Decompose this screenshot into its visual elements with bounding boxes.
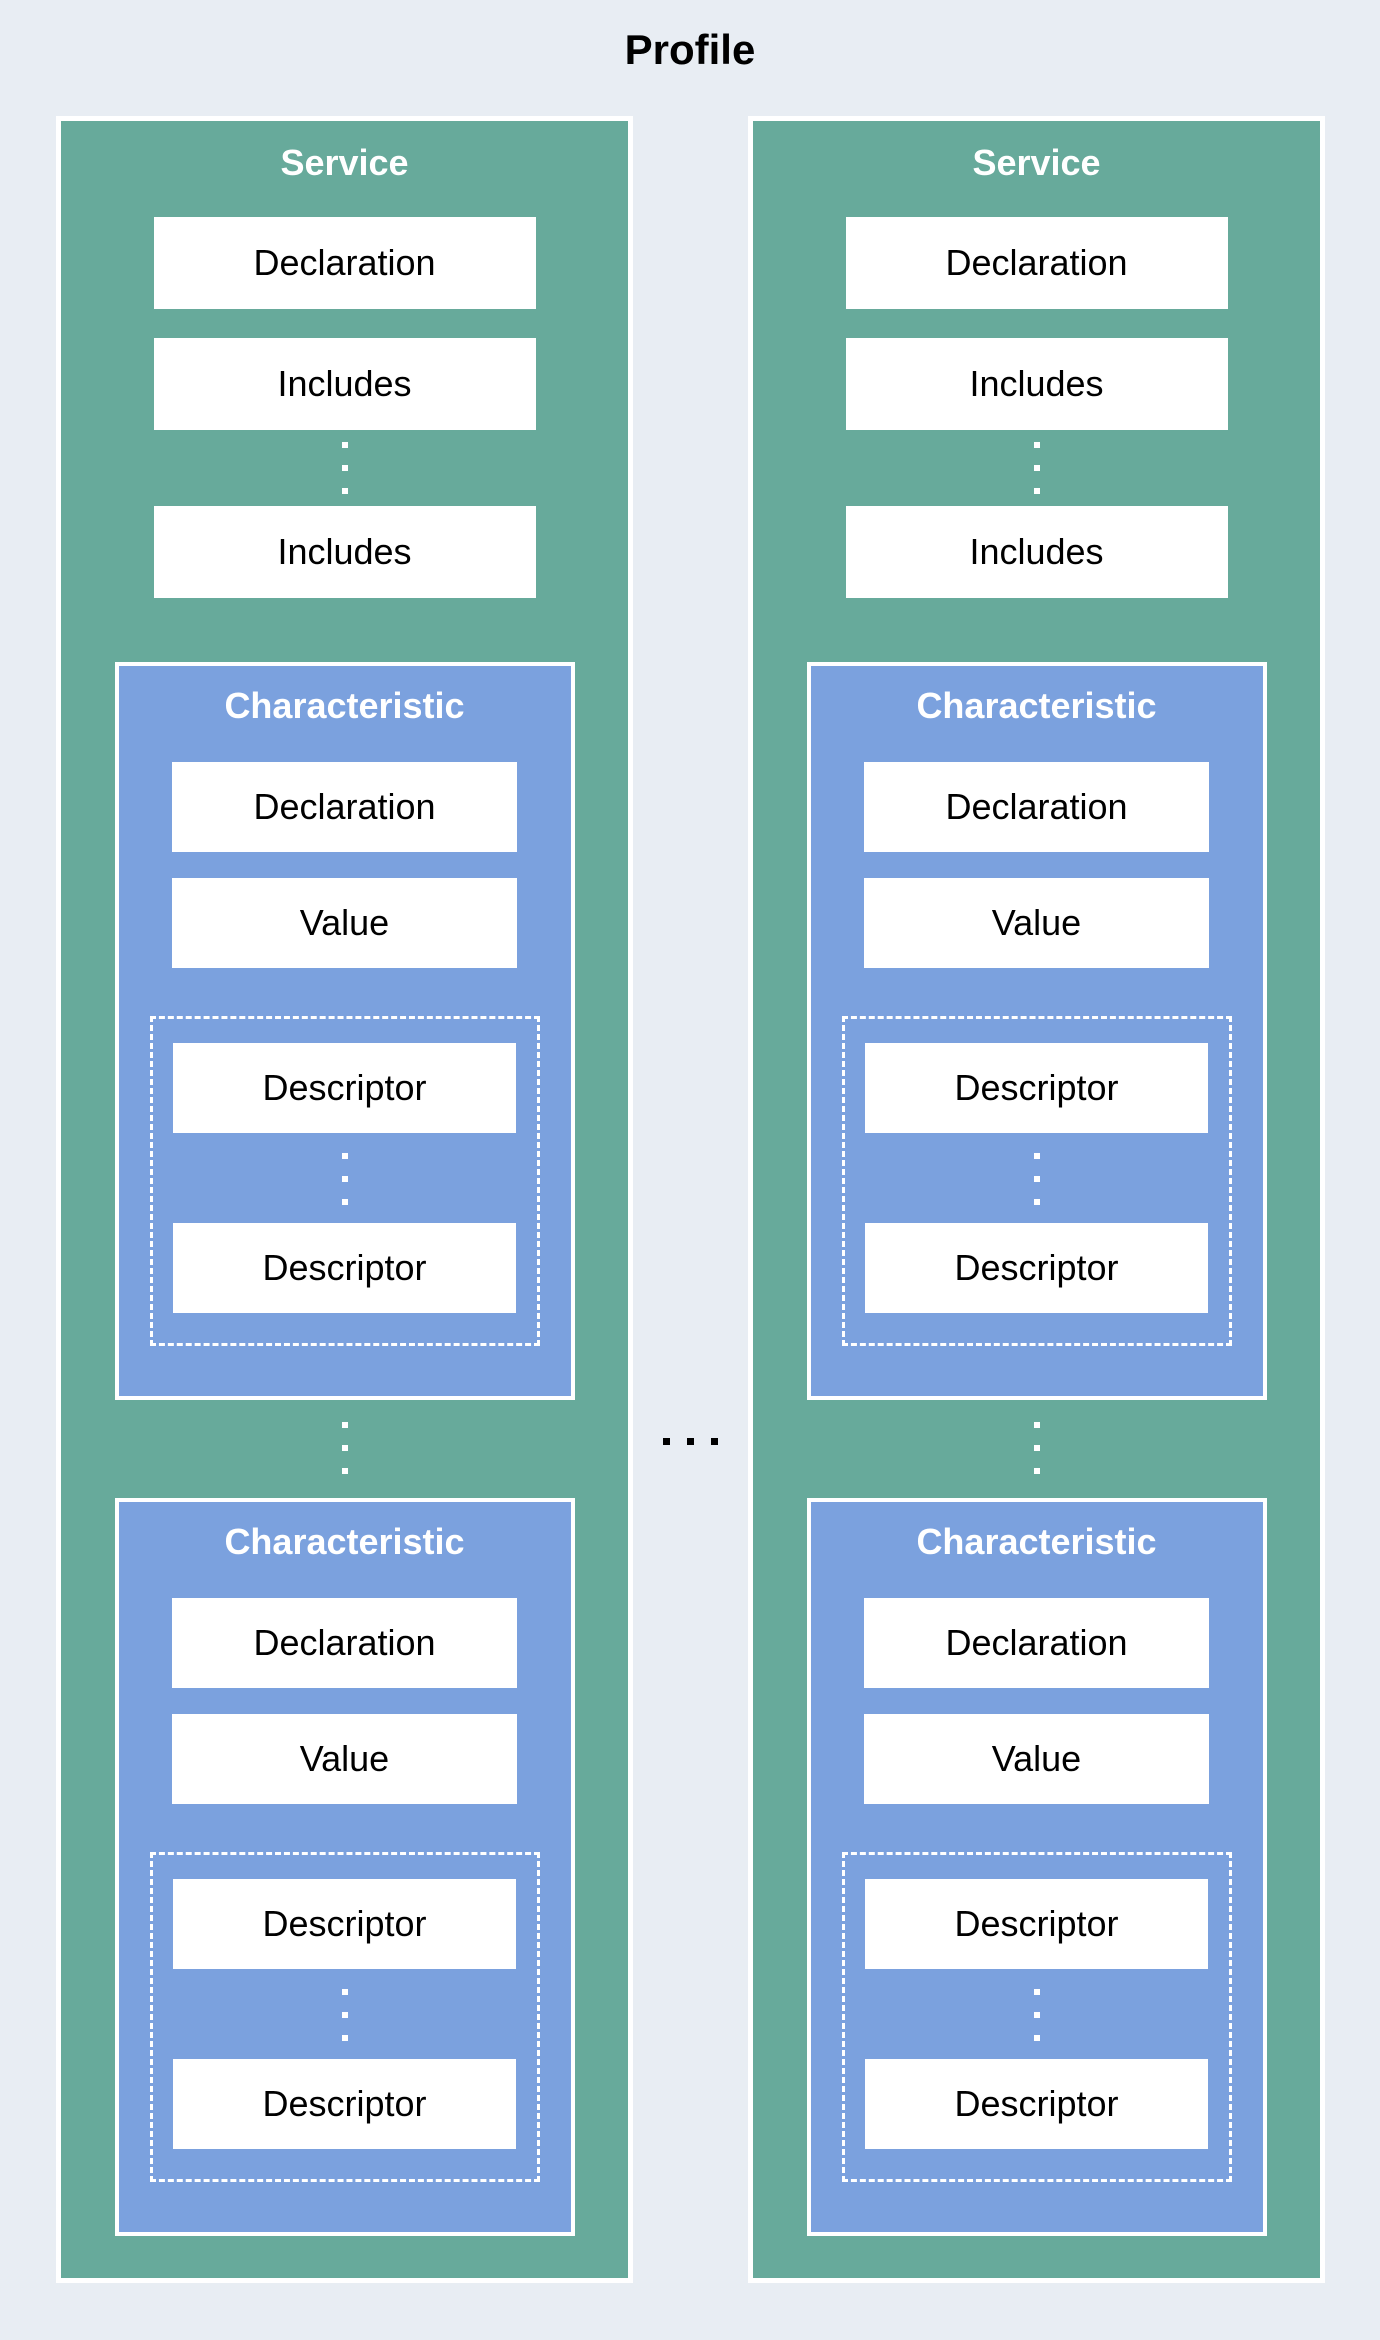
service-header: Service: [972, 142, 1101, 183]
ellipsis-dot: [1033, 1176, 1040, 1182]
ellipsis-dot: [1033, 2035, 1040, 2041]
descriptor-group: Descriptor Descriptor: [149, 1852, 540, 2182]
includes-box: Includes: [153, 506, 536, 598]
vertical-ellipsis-icon: [153, 1989, 537, 2041]
characteristic-header: Characteristic: [224, 1521, 465, 1562]
service-box: Service Declaration Includes Includes Ch…: [748, 116, 1325, 2283]
declaration-box: Declaration: [864, 1598, 1209, 1688]
characteristic-box: Characteristic Declaration Value Descrip…: [114, 662, 575, 1400]
characteristic-box: Characteristic Declaration Value Descrip…: [806, 1498, 1267, 2236]
characteristic-box: Characteristic Declaration Value Descrip…: [114, 1498, 575, 2236]
descriptor-group: Descriptor Descriptor: [149, 1016, 540, 1346]
declaration-box: Declaration: [153, 217, 536, 309]
vertical-ellipsis-icon: [153, 1153, 537, 1205]
descriptor-box: Descriptor: [173, 1223, 516, 1313]
vertical-ellipsis-icon: [845, 1153, 1229, 1205]
ellipsis-dot: [1033, 488, 1040, 494]
descriptor-box: Descriptor: [865, 2059, 1208, 2149]
ellipsis-dot: [341, 1445, 348, 1451]
includes-box: Includes: [153, 338, 536, 430]
ellipsis-dot: [687, 1438, 694, 1445]
characteristic-header: Characteristic: [916, 685, 1157, 726]
descriptor-group: Descriptor Descriptor: [841, 1016, 1232, 1346]
declaration-box: Declaration: [845, 217, 1228, 309]
ellipsis-dot: [341, 2035, 348, 2041]
ellipsis-dot: [341, 2012, 348, 2018]
ellipsis-dot: [341, 1153, 348, 1159]
ellipsis-dot: [1033, 1468, 1040, 1474]
ellipsis-dot: [341, 1199, 348, 1205]
horizontal-ellipsis-icon: [663, 1438, 718, 1445]
ellipsis-dot: [1033, 465, 1040, 471]
ellipsis-dot: [341, 488, 348, 494]
service-header: Service: [280, 142, 409, 183]
vertical-ellipsis-icon: [845, 1989, 1229, 2041]
ellipsis-dot: [663, 1438, 670, 1445]
characteristic-header: Characteristic: [916, 1521, 1157, 1562]
ellipsis-dot: [1033, 1989, 1040, 1995]
ellipsis-dot: [341, 1989, 348, 1995]
page-title: Profile: [624, 26, 756, 73]
ellipsis-dot: [1033, 1153, 1040, 1159]
value-box: Value: [172, 1714, 517, 1804]
ellipsis-dot: [1033, 1199, 1040, 1205]
declaration-box: Declaration: [864, 762, 1209, 852]
descriptor-box: Descriptor: [865, 1223, 1208, 1313]
vertical-ellipsis-icon: [61, 442, 628, 494]
ellipsis-dot: [341, 1468, 348, 1474]
vertical-ellipsis-icon: [753, 1422, 1320, 1474]
value-box: Value: [172, 878, 517, 968]
declaration-box: Declaration: [172, 762, 517, 852]
ellipsis-dot: [341, 442, 348, 448]
ellipsis-dot: [1033, 2012, 1040, 2018]
service-box: Service Declaration Includes Includes Ch…: [56, 116, 633, 2283]
ellipsis-dot: [1033, 442, 1040, 448]
vertical-ellipsis-icon: [753, 442, 1320, 494]
descriptor-box: Descriptor: [173, 1879, 516, 1969]
descriptor-box: Descriptor: [173, 2059, 516, 2149]
value-box: Value: [864, 1714, 1209, 1804]
ellipsis-dot: [711, 1438, 718, 1445]
descriptor-box: Descriptor: [865, 1879, 1208, 1969]
declaration-box: Declaration: [172, 1598, 517, 1688]
ellipsis-dot: [1033, 1422, 1040, 1428]
ellipsis-dot: [341, 1176, 348, 1182]
vertical-ellipsis-icon: [61, 1422, 628, 1474]
descriptor-box: Descriptor: [173, 1043, 516, 1133]
descriptor-box: Descriptor: [865, 1043, 1208, 1133]
includes-box: Includes: [845, 338, 1228, 430]
ellipsis-dot: [341, 1422, 348, 1428]
characteristic-header: Characteristic: [224, 685, 465, 726]
includes-box: Includes: [845, 506, 1228, 598]
value-box: Value: [864, 878, 1209, 968]
ellipsis-dot: [1033, 1445, 1040, 1451]
descriptor-group: Descriptor Descriptor: [841, 1852, 1232, 2182]
ellipsis-dot: [341, 465, 348, 471]
characteristic-box: Characteristic Declaration Value Descrip…: [806, 662, 1267, 1400]
